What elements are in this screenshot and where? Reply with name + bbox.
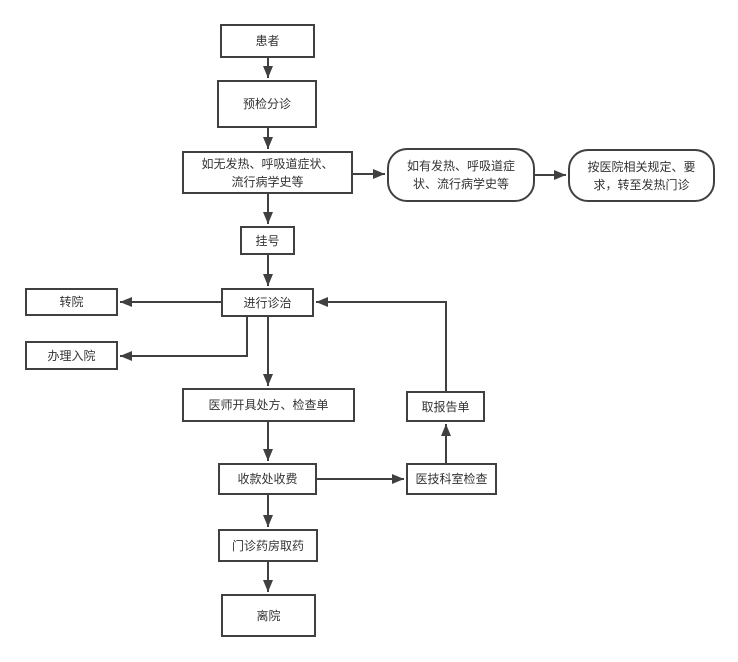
node-no-fever: 如无发热、呼吸道症状、 流行病学史等 [182, 151, 353, 194]
node-leave: 离院 [221, 594, 316, 637]
edge-treatment-admission [120, 317, 248, 361]
node-med-tech: 医技科室检查 [406, 463, 497, 495]
node-report: 取报告单 [406, 391, 485, 422]
node-has-fever: 如有发热、呼吸道症 状、流行病学史等 [387, 148, 535, 202]
node-triage: 预检分诊 [217, 80, 317, 128]
node-transfer: 转院 [25, 288, 118, 316]
node-treatment: 进行诊治 [221, 288, 314, 317]
node-pharmacy: 门诊药房取药 [218, 529, 318, 562]
node-register: 挂号 [240, 226, 295, 255]
node-patient: 患者 [220, 24, 315, 58]
node-prescription: 医师开具处方、检查单 [182, 388, 355, 422]
node-cashier: 收款处收费 [218, 463, 317, 495]
node-fever-clinic: 按医院相关规定、要 求，转至发热门诊 [568, 149, 715, 202]
node-admission: 办理入院 [25, 341, 118, 370]
edge-report-treatment [316, 297, 447, 391]
